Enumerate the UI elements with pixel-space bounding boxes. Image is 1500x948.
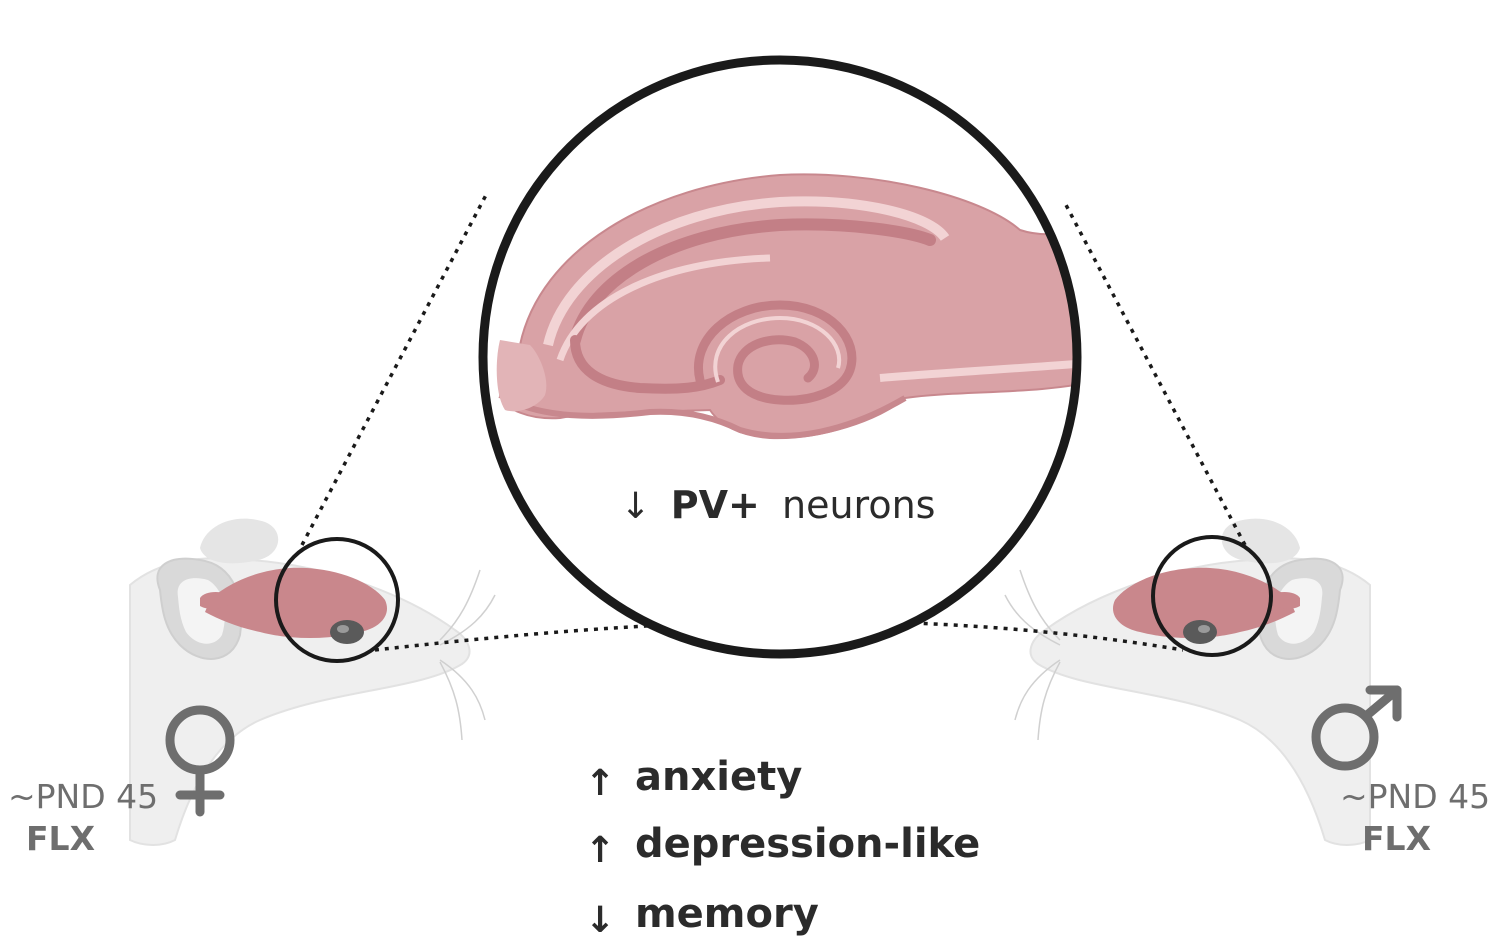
pv-marker: PV+ — [671, 483, 760, 527]
left-rat-illustration — [129, 518, 496, 846]
left-zoom-circle — [274, 537, 400, 663]
magnified-hippocampus-view: ↓ PV+ neurons — [478, 55, 1082, 659]
right-rat-eye — [1183, 620, 1217, 644]
right-age-label: ~PND 45 — [1340, 777, 1490, 816]
female-symbol-icon — [165, 705, 235, 817]
pv-text: neurons — [782, 483, 935, 527]
right-rat-illustration — [1004, 518, 1371, 846]
outcome-3-label: memory — [635, 891, 819, 937]
outcome-2-arrow: ↑ — [585, 830, 615, 871]
outcome-1-label: anxiety — [635, 754, 802, 800]
pv-neurons-label: ↓ PV+ neurons — [621, 483, 936, 527]
outcome-2-label: depression-like — [635, 821, 980, 867]
right-treatment-label: FLX — [1362, 819, 1431, 858]
dentate-gyrus — [694, 300, 857, 405]
ca-band — [569, 218, 936, 346]
dotted-connectors — [300, 194, 1247, 652]
left-rat-eye — [330, 620, 364, 644]
left-treatment-label: FLX — [26, 819, 95, 858]
outcomes-list: ↑ anxiety ↑ depression-like ↓ memory — [585, 754, 980, 941]
male-symbol-icon — [1311, 685, 1402, 771]
pv-arrow: ↓ — [621, 486, 651, 527]
right-zoom-circle — [1151, 535, 1273, 657]
large-zoom-circle — [478, 55, 1082, 659]
left-age-label: ~PND 45 — [8, 777, 158, 816]
outcome-3-arrow: ↓ — [585, 900, 615, 941]
left-rat-brain — [205, 567, 388, 638]
outcome-1-arrow: ↑ — [585, 763, 615, 804]
